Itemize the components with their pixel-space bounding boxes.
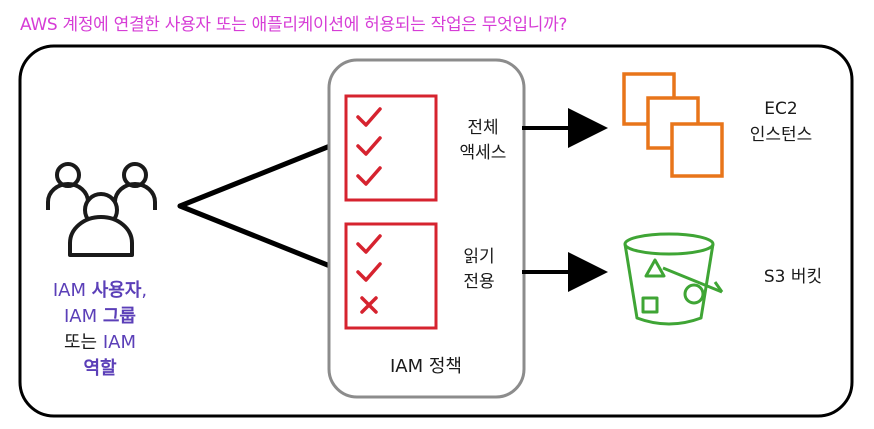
s3-bucket-icon [623, 232, 724, 326]
outer-frame [18, 44, 854, 418]
read-only-checklist [344, 222, 438, 330]
check-icon [356, 262, 382, 282]
check-icon [356, 136, 382, 156]
read-only-label: 읽기 전용 [463, 247, 494, 292]
svg-text:전용: 전용 [463, 272, 494, 292]
principal-label: IAM 사용자, IAM 그룹 또는 IAM 역할 [53, 280, 147, 379]
svg-text:액세스: 액세스 [460, 143, 507, 163]
branch-lines [177, 137, 348, 275]
svg-text:읽기: 읽기 [463, 247, 494, 267]
users-icon [46, 162, 157, 257]
svg-text:전체: 전체 [467, 118, 498, 138]
cross-icon [360, 296, 378, 314]
full-access-checklist [344, 94, 438, 202]
check-icon [356, 166, 382, 186]
ec2-label: EC2 인스턴스 [750, 99, 813, 145]
full-access-label: 전체 액세스 [460, 118, 507, 163]
ec2-instances-icon [622, 72, 724, 178]
principal-line-2: IAM 그룹 [64, 306, 136, 327]
svg-text:EC2: EC2 [764, 99, 797, 119]
iam-policy-label: IAM 정책 [390, 356, 462, 377]
principal-line-1: IAM 사용자, [53, 280, 147, 301]
check-icon [356, 107, 382, 127]
s3-label: S3 버킷 [764, 267, 822, 287]
question-heading: AWS 계정에 연결한 사용자 또는 애플리케이션에 허용되는 작업은 무엇입니… [20, 15, 568, 35]
principal-line-3: 또는 IAM [64, 332, 136, 353]
principal-line-4: 역할 [83, 357, 117, 379]
svg-text:인스턴스: 인스턴스 [750, 125, 813, 145]
check-icon [356, 234, 382, 254]
